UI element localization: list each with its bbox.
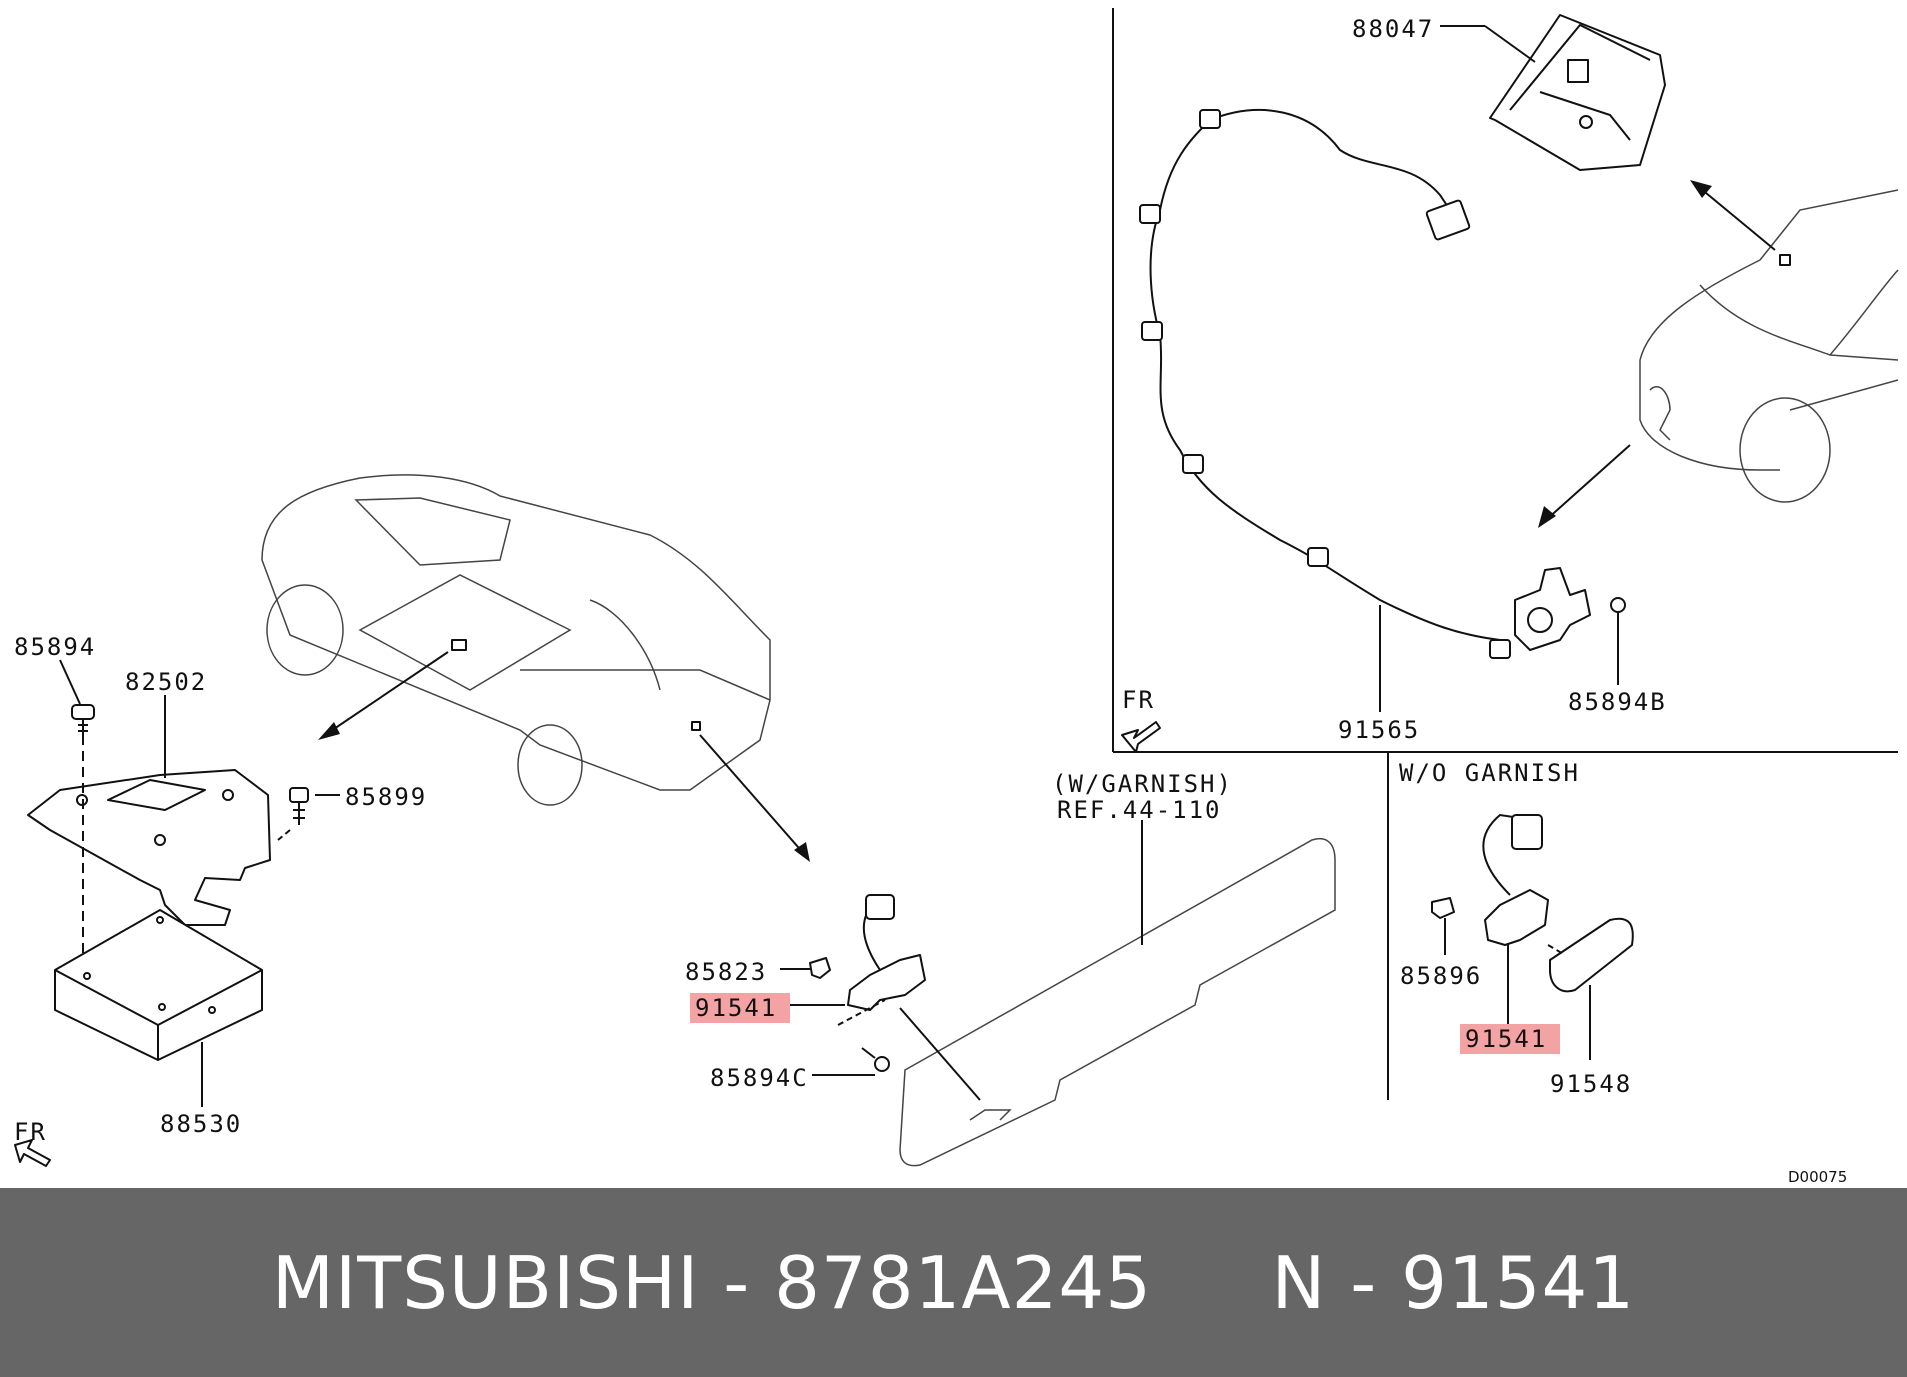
- label-91565: 91565: [1338, 716, 1420, 744]
- label-88047: 88047: [1352, 15, 1434, 43]
- footer-position-code: 91541: [1401, 1240, 1636, 1325]
- label-91548: 91548: [1550, 1070, 1632, 1098]
- arrow-to-camera-icon: [699, 734, 810, 862]
- label-wo-garnish: W/O GARNISH: [1399, 759, 1580, 787]
- footer-position-prefix: N: [1271, 1240, 1327, 1325]
- label-91541-right: 91541: [1465, 1025, 1547, 1053]
- camera-91541-left-icon: [837, 894, 981, 1101]
- rear-camera-inset-icon: [1514, 567, 1591, 651]
- nav-unit-88047-icon: [1489, 14, 1666, 171]
- label-91541-left: 91541: [695, 994, 777, 1022]
- clip-85823-icon: [809, 957, 831, 979]
- footer-banner: MITSUBISHI - 8781A245 N - 91541: [0, 1188, 1907, 1377]
- cover-91548-icon: [1549, 917, 1634, 993]
- screw-85894c-icon: [861, 1047, 890, 1072]
- bolt-85899-icon: [289, 787, 309, 825]
- vehicle-rear-inset-icon: [1639, 189, 1899, 503]
- label-82502: 82502: [125, 668, 207, 696]
- vehicle-outline-icon: [261, 474, 771, 806]
- label-85894b: 85894B: [1568, 688, 1667, 716]
- clip-85896-icon: [1431, 897, 1455, 919]
- arrow-down-inset-icon: [1538, 444, 1631, 528]
- arrow-to-ecu-icon: [318, 651, 449, 740]
- label-88530: 88530: [160, 1110, 242, 1138]
- label-85894c: 85894C: [710, 1064, 809, 1092]
- label-fr-left: FR: [14, 1118, 47, 1146]
- highlight-91541-right: [1460, 1024, 1560, 1054]
- label-ref: REF.44-110: [1057, 796, 1222, 824]
- screw-85894b-icon: [1610, 597, 1626, 628]
- label-85823: 85823: [685, 958, 767, 986]
- footer-text: MITSUBISHI - 8781A245 N - 91541: [271, 1240, 1636, 1325]
- parts-diagram: 85894 82502 85899 88530 88047 91565 8589…: [14, 8, 1899, 1186]
- inset-frame: [1112, 8, 1898, 1100]
- ecu-88530-icon: [54, 909, 263, 1061]
- harness-91565-icon: [1139, 109, 1511, 659]
- highlight-91541-left: [690, 993, 790, 1023]
- label-85896: 85896: [1400, 962, 1482, 990]
- bolt-85894-icon: [71, 704, 95, 735]
- garnish-outline-icon: [899, 838, 1336, 1167]
- label-diagram-code: D00075: [1788, 1168, 1847, 1186]
- label-85894: 85894: [14, 633, 96, 661]
- footer-part-number: 8781A245: [774, 1240, 1153, 1325]
- arrow-up-inset-icon: [1690, 180, 1776, 251]
- camera-91541-right-icon: [1482, 813, 1549, 946]
- bracket-82502-icon: [27, 769, 271, 926]
- fr-arrow-inset-icon: [1121, 721, 1161, 753]
- footer-brand: MITSUBISHI: [271, 1240, 700, 1325]
- label-85899: 85899: [345, 783, 427, 811]
- label-w-garnish: (W/GARNISH): [1052, 770, 1233, 798]
- fr-arrow-left-icon: [14, 1139, 51, 1167]
- label-fr-inset: FR: [1122, 686, 1155, 714]
